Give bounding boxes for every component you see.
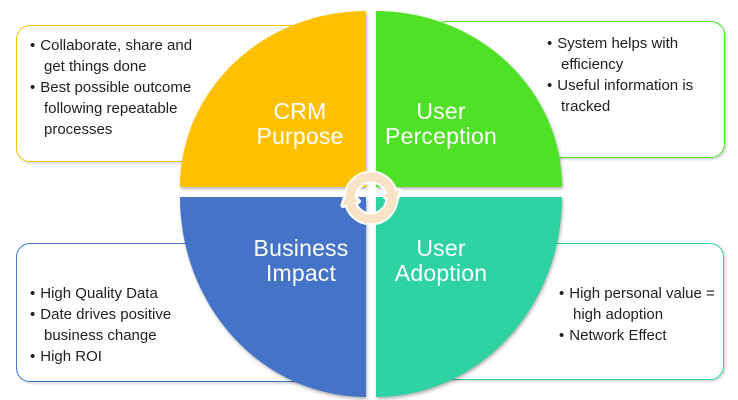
cycle-arrows-icon bbox=[340, 170, 402, 226]
bullet-item: High ROI bbox=[30, 346, 215, 367]
quadrant-label-user-adoption: User Adoption bbox=[394, 235, 488, 286]
bullet-item: Useful information is tracked bbox=[547, 75, 715, 117]
bullet-item: Date drives positive business change bbox=[30, 304, 215, 346]
quadrant-label-business-impact: Business Impact bbox=[253, 235, 349, 286]
bullet-list: High Quality Data Date drives positive b… bbox=[30, 283, 215, 367]
quadrant-label-user-perception: User Perception bbox=[385, 98, 497, 149]
bullet-list: High personal value = high adoption Netw… bbox=[559, 283, 717, 346]
bullet-list: System helps with efficiency Useful info… bbox=[547, 33, 715, 117]
bullet-item: High Quality Data bbox=[30, 283, 215, 304]
bullet-item: Best possible outcome following repeatab… bbox=[30, 77, 208, 140]
bullet-item: High personal value = high adoption bbox=[559, 283, 717, 325]
bullet-item: Collaborate, share and get things done bbox=[30, 35, 208, 77]
bullet-list: Collaborate, share and get things done B… bbox=[30, 35, 208, 140]
bullet-item: System helps with efficiency bbox=[547, 33, 715, 75]
bullet-item: Network Effect bbox=[559, 325, 717, 346]
quadrant-label-crm-purpose: CRM Purpose bbox=[256, 98, 344, 149]
